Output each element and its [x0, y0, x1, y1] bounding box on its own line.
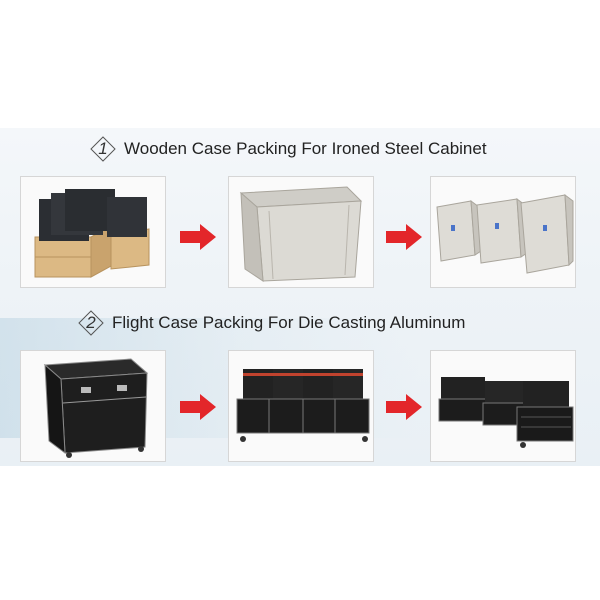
row-1-heading: 1 Wooden Case Packing For Ironed Steel C…	[90, 136, 487, 162]
right-arrow-icon	[180, 394, 216, 420]
photo-wooden-crate-closed	[228, 176, 374, 288]
row-2-title: Flight Case Packing For Die Casting Alum…	[112, 313, 466, 332]
right-arrow-icon	[386, 394, 422, 420]
row-1-number-badge: 1	[90, 136, 116, 162]
row-2-number-badge: 2	[78, 310, 104, 336]
photo-flight-cases-open	[228, 350, 374, 462]
photo-wooden-crate-open	[20, 176, 166, 288]
row-2-heading: 2 Flight Case Packing For Die Casting Al…	[78, 310, 465, 336]
photo-wooden-crates-row	[430, 176, 576, 288]
right-arrow-icon	[180, 224, 216, 250]
photo-flight-cases-with-cabinets	[430, 350, 576, 462]
right-arrow-icon	[386, 224, 422, 250]
photo-flight-case-closed	[20, 350, 166, 462]
row-1-title: Wooden Case Packing For Ironed Steel Cab…	[124, 139, 487, 158]
